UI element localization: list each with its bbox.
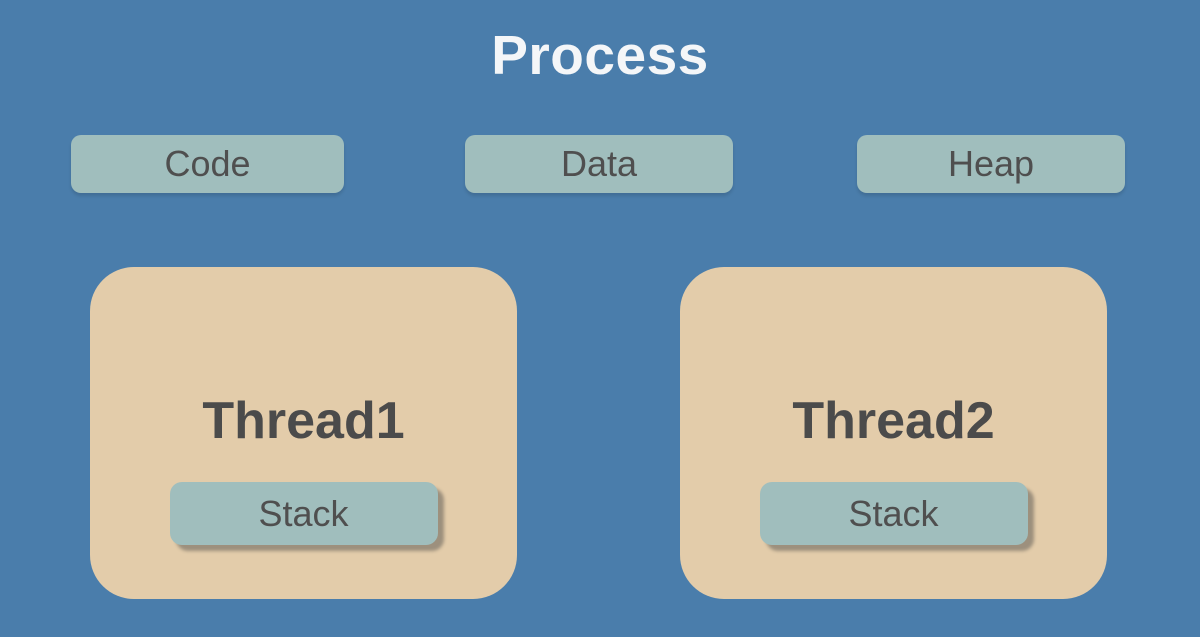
- thread1-panel: Thread1 Stack: [90, 267, 517, 599]
- heap-segment-label: Heap: [947, 143, 1035, 184]
- thread2-label: Thread2: [792, 392, 995, 450]
- thread1-stack-label: Stack: [258, 492, 349, 534]
- code-segment-label: Code: [164, 143, 251, 184]
- data-segment-box: Data: [465, 135, 733, 193]
- thread2-panel: Thread2 Stack: [680, 267, 1107, 599]
- thread1-stack-box: Stack: [169, 482, 438, 545]
- thread1-label: Thread1: [202, 392, 405, 450]
- code-segment-box: Code: [71, 135, 344, 193]
- data-segment-label: Data: [560, 143, 638, 184]
- heap-segment-box: Heap: [857, 135, 1125, 193]
- thread2-stack-box: Stack: [759, 482, 1028, 545]
- process-title: Process: [491, 24, 709, 86]
- thread2-stack-label: Stack: [848, 492, 939, 534]
